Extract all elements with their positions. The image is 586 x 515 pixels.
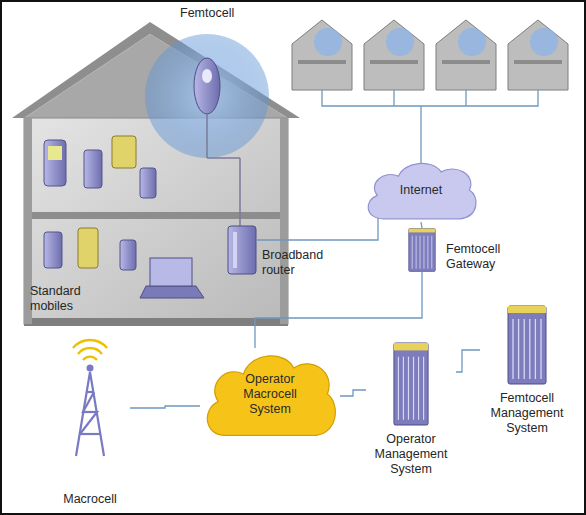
server-icon	[408, 228, 436, 272]
device-label: Femtocell Management System	[480, 391, 574, 436]
part-label: Broadband router	[262, 248, 336, 278]
cloud-label: Internet	[376, 183, 466, 198]
server-unit: Femtocell Management System	[480, 305, 574, 436]
server-unit: Operator Management System	[366, 342, 456, 477]
network-cloud: Operator Macrocell System	[200, 348, 340, 440]
server-icon	[507, 305, 547, 385]
neighbour-houses	[292, 20, 568, 90]
cloud-label: Operator Macrocell System	[227, 372, 313, 417]
part-label: Femtocell	[180, 6, 270, 21]
network-link	[456, 350, 480, 372]
device-label: Operator Management System	[366, 432, 456, 477]
network-link	[340, 390, 366, 396]
macrocell-tower: Macrocell	[50, 338, 130, 507]
network-link	[421, 222, 422, 228]
broadband-lines	[256, 90, 538, 240]
network-link	[255, 272, 422, 348]
network-cloud: Internet	[362, 158, 480, 222]
device-label: Femtocell Gateway	[446, 242, 518, 272]
tower-icon	[70, 338, 110, 458]
server-icon	[393, 342, 429, 426]
device-label: Macrocell	[50, 492, 130, 507]
gateway-unit: Femtocell Gateway	[408, 228, 518, 272]
part-label: Standard mobiles	[30, 284, 100, 314]
network-link	[130, 406, 200, 408]
home-house	[12, 22, 300, 326]
